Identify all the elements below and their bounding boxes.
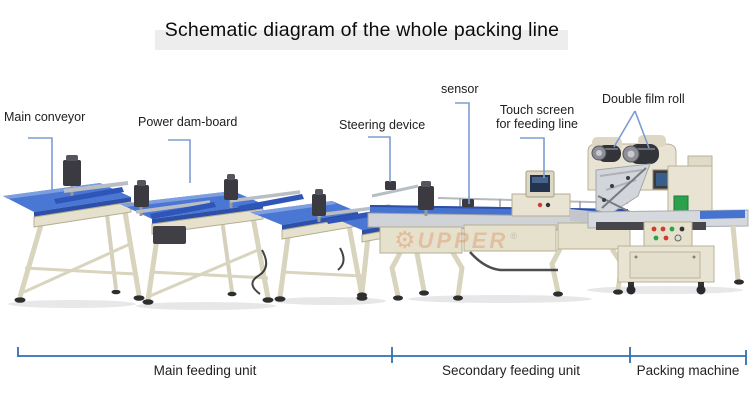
film-roll-left xyxy=(591,145,621,162)
callout-touch-screen: Touch screen for feeding line xyxy=(487,103,587,131)
sensor-device xyxy=(418,181,474,216)
leader-line-steering-device xyxy=(368,136,391,182)
callout-main-conveyor: Main conveyor xyxy=(4,110,86,124)
steering-device-bracket xyxy=(371,181,419,198)
leader-line-touch-screen xyxy=(520,137,545,178)
belt-guide xyxy=(369,205,629,211)
leader-line-sensor xyxy=(455,102,470,204)
touch-screen-device xyxy=(511,170,571,217)
callout-double-film-roll: Double film roll xyxy=(602,92,685,106)
callout-steering-device: Steering device xyxy=(339,118,426,132)
forming-mechanism xyxy=(595,163,651,215)
leader-line-main-conveyor xyxy=(28,137,53,192)
section-label-packing-machine: Packing machine xyxy=(636,363,740,378)
control-panel xyxy=(643,221,693,247)
section-label-main-feeding-unit: Main feeding unit xyxy=(153,363,257,378)
cabinet-panel xyxy=(379,226,463,254)
section-label-secondary-feeding-unit: Secondary feeding unit xyxy=(441,363,581,378)
power-dam-board-assembly-2 xyxy=(134,180,216,219)
cable xyxy=(469,251,558,272)
page-title: Schematic diagram of the whole packing l… xyxy=(164,19,560,41)
leader-line-power-dam-board xyxy=(168,139,191,183)
cables xyxy=(251,247,345,295)
film-roll-right xyxy=(622,144,659,164)
leader-line-double-film-roll xyxy=(613,110,650,149)
secondary-feeding-unit-machines xyxy=(367,170,631,301)
lower-cabinet xyxy=(617,245,715,295)
main-feeding-unit-machines xyxy=(3,155,429,305)
packing-machine-machines xyxy=(570,135,749,295)
outfeed-belt xyxy=(700,210,745,219)
outfeed-leg xyxy=(730,225,741,281)
callout-power-dam-board: Power dam-board xyxy=(138,115,238,129)
power-dam-board-assembly-1 xyxy=(54,155,129,204)
cabinet-panel xyxy=(463,224,557,252)
title-band xyxy=(155,30,568,50)
callout-touch-screen-line2: for feeding line xyxy=(495,117,578,131)
callout-sensor: sensor xyxy=(441,82,479,96)
secondary-legs xyxy=(389,247,625,297)
conveyor-table-1 xyxy=(3,183,145,303)
callout-touch-screen-line1: Touch screen xyxy=(499,103,575,117)
leader-lines xyxy=(28,102,650,204)
power-dam-board-assembly-3 xyxy=(224,174,304,211)
section-ruler xyxy=(17,347,747,365)
